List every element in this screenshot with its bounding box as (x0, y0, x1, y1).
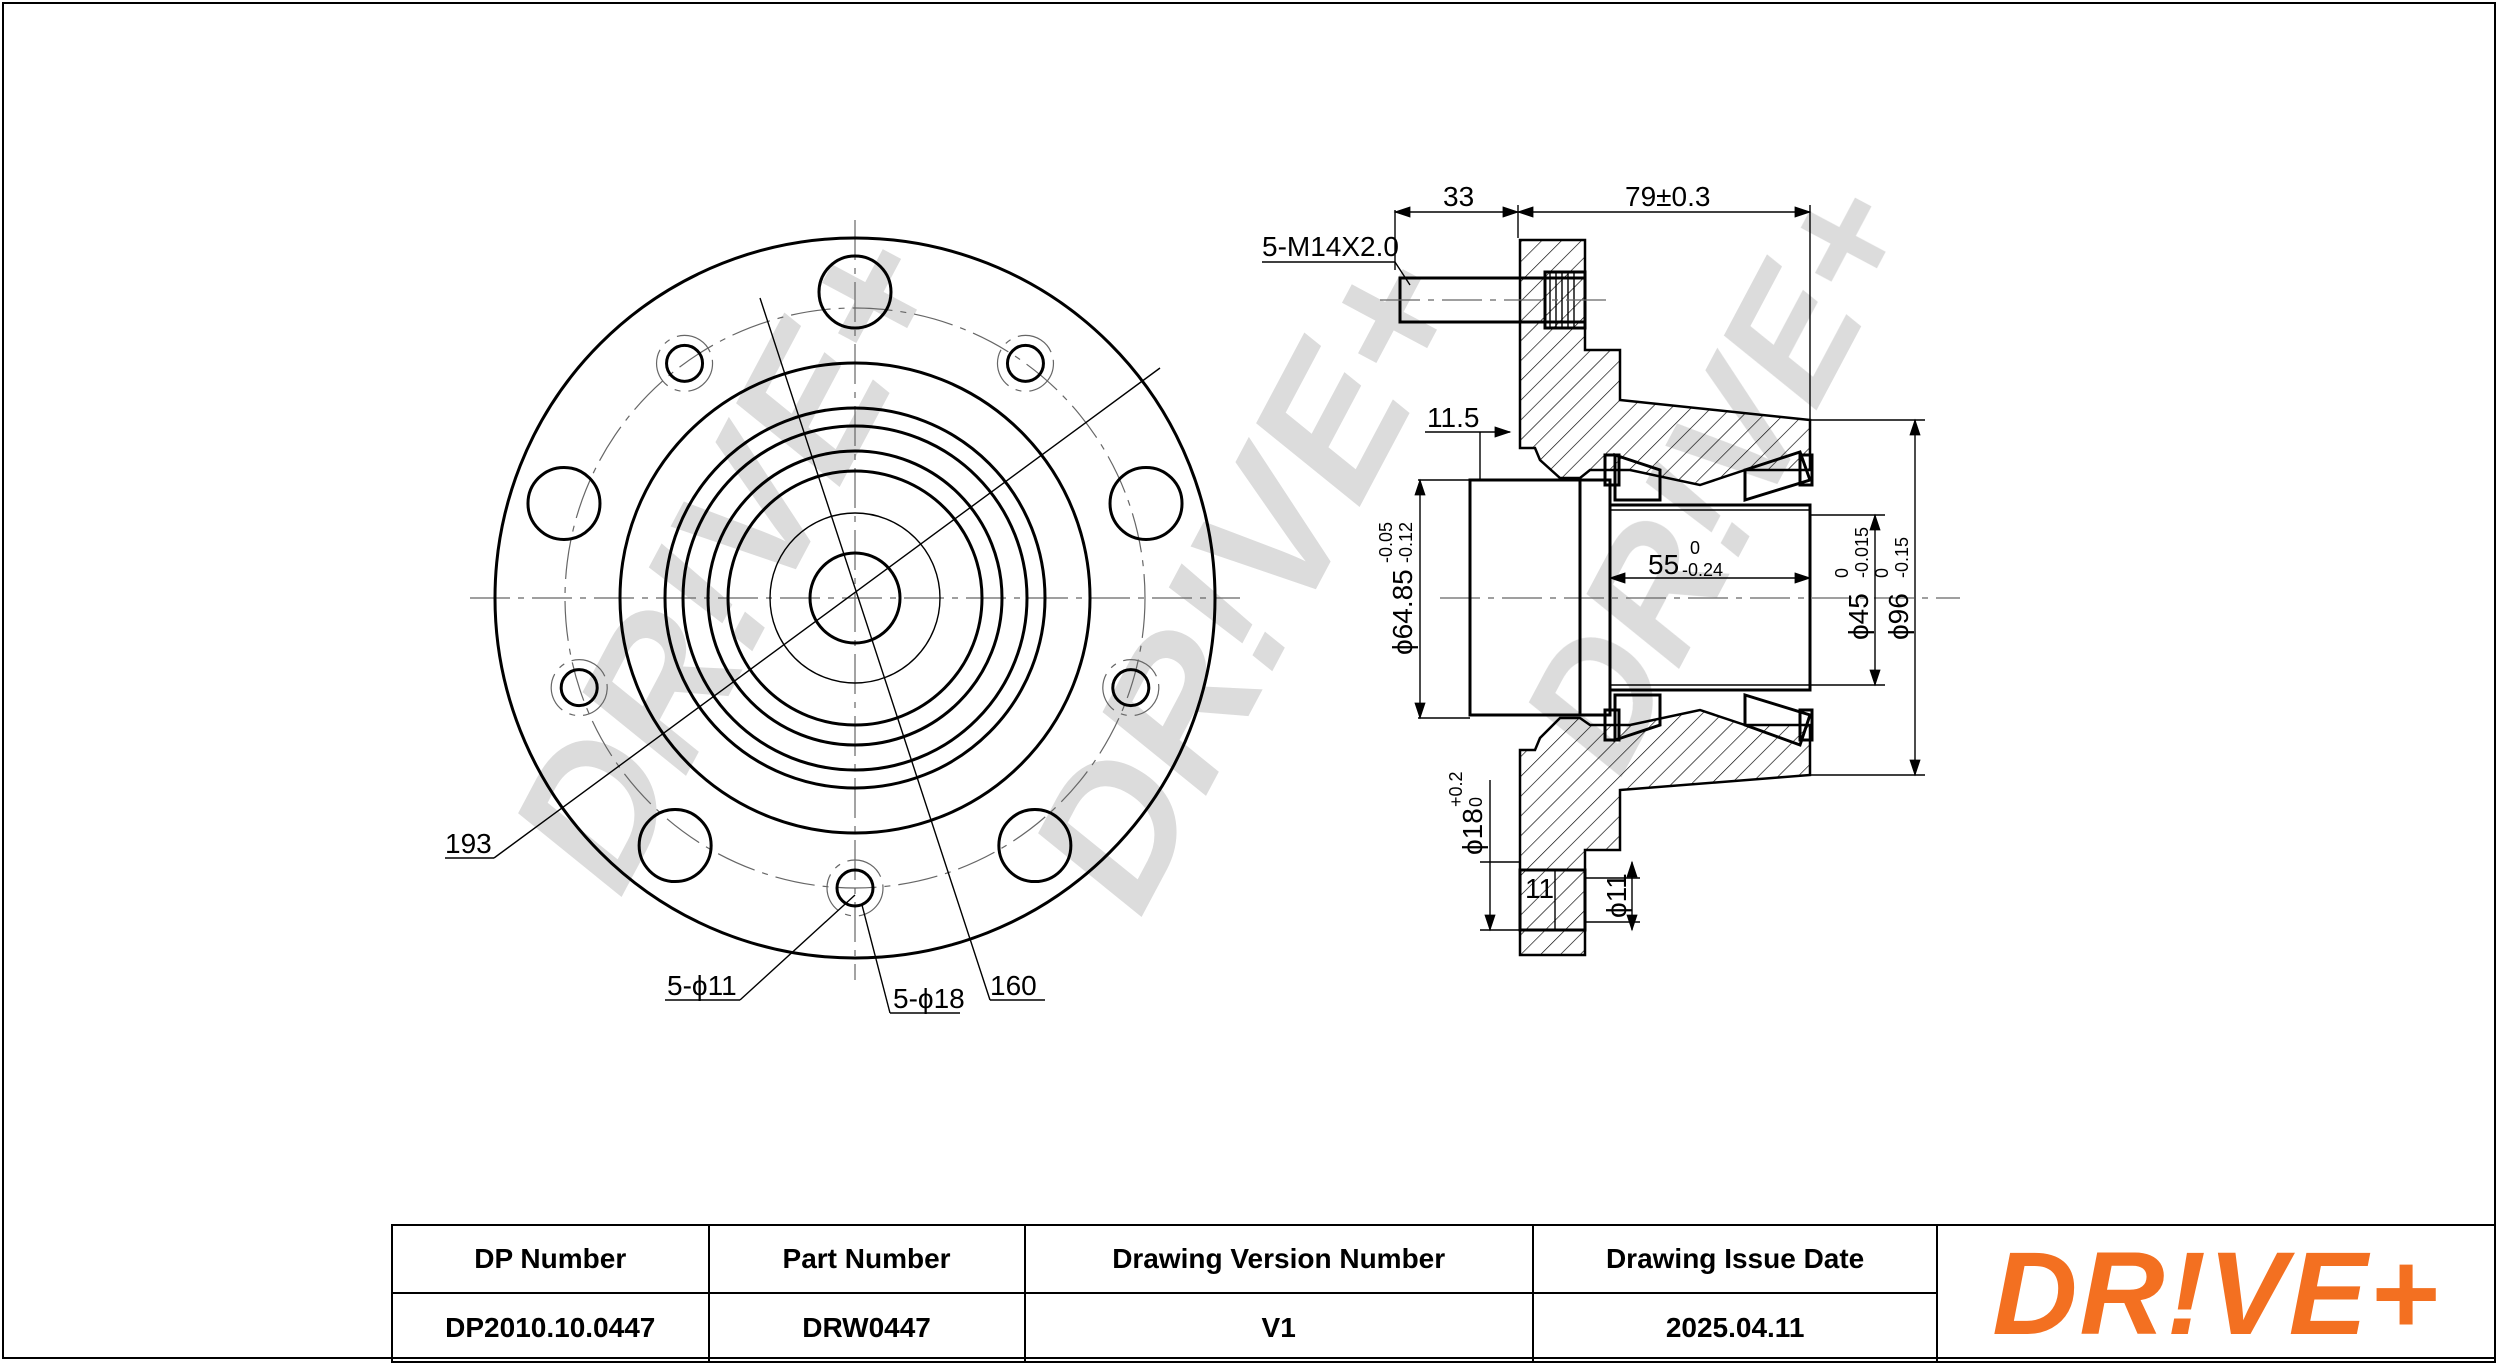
svg-text:0: 0 (1466, 797, 1486, 807)
value-part-number: DRW0447 (707, 1292, 1026, 1363)
svg-text:ϕ64.85: ϕ64.85 (1387, 569, 1418, 655)
hub-circle-5 (726, 469, 984, 727)
label-dim-11-width: 11 (1525, 873, 1554, 904)
svg-text:0: 0 (1832, 568, 1852, 578)
section-view: 33 79±0.3 5-M14X2.0 11.5 ϕ64.85 -0.05 -0… (1262, 181, 1960, 957)
label-dim-45: ϕ45 0 -0.015 (1832, 527, 1874, 640)
small-hole (665, 343, 705, 383)
svg-text:ϕ45: ϕ45 (1843, 593, 1874, 640)
hub-circle-2 (663, 406, 1047, 790)
header-version: Drawing Version Number (1023, 1224, 1534, 1294)
label-dim-96: ϕ96 0 -0.15 (1872, 537, 1914, 640)
logo-cell: DR!VE+ (1936, 1224, 2496, 1363)
svg-text:0: 0 (1690, 538, 1700, 558)
bearing-bore (1608, 503, 1812, 692)
small-hole-counterbore (550, 659, 608, 717)
label-dim-18: ϕ18 +0.2 0 (1446, 771, 1488, 855)
hub-circle-6 (769, 512, 941, 684)
label-dim-64-85: ϕ64.85 -0.05 -0.12 (1376, 522, 1418, 655)
hub-section-upper (1518, 238, 1812, 487)
label-pcd-193: 193 (445, 828, 492, 859)
svg-text:-0.15: -0.15 (1892, 537, 1912, 578)
svg-text:0: 0 (1872, 568, 1892, 578)
svg-text:DR!VE+: DR!VE+ (469, 200, 986, 919)
small-hole (559, 668, 599, 708)
front-view: 193 160 5-ϕ11 5-ϕ18 (445, 220, 1240, 1014)
hub-circle-3 (681, 424, 1029, 772)
label-pcd-160: 160 (990, 970, 1037, 1001)
title-block: DP Number Part Number Drawing Version Nu… (391, 1224, 2496, 1363)
large-hole (1108, 465, 1184, 541)
header-issue-date: Drawing Issue Date (1531, 1224, 1939, 1294)
label-holes-small: 5-ϕ11 (667, 970, 737, 1001)
leader-160 (759, 297, 991, 1001)
hub-circle-1 (618, 361, 1092, 835)
label-dim-55: 55 (1648, 549, 1679, 580)
hub-circle-4 (706, 449, 1004, 747)
brand-logo: DR!VE+ (1992, 1227, 2441, 1360)
svg-text:+0.2: +0.2 (1446, 771, 1466, 807)
small-holes (550, 334, 1160, 917)
svg-text:-0.12: -0.12 (1396, 522, 1416, 563)
center-bore (808, 551, 902, 645)
hub-section-lower (1518, 708, 1812, 957)
label-dim-33: 33 (1443, 181, 1474, 212)
small-hole-counterbore (1102, 659, 1160, 717)
label-stud-thread: 5-M14X2.0 (1262, 231, 1399, 262)
leader-holes-small (739, 894, 856, 1001)
leader-holes-large (861, 904, 891, 1014)
leader-193 (493, 367, 1161, 859)
svg-text:ϕ11: ϕ11 (1601, 873, 1632, 918)
small-hole-counterbore (826, 859, 884, 917)
svg-text:-0.24: -0.24 (1682, 560, 1723, 580)
flange-outer-circle (493, 236, 1217, 960)
value-dp-number: DP2010.10.0447 (391, 1292, 710, 1363)
value-version: V1 (1023, 1292, 1534, 1363)
large-hole (997, 808, 1073, 884)
value-issue-date: 2025.04.11 (1531, 1292, 1939, 1363)
large-hole (526, 465, 602, 541)
header-dp-number: DP Number (391, 1224, 710, 1294)
large-hole (817, 254, 893, 330)
label-dim-79: 79±0.3 (1625, 181, 1710, 212)
bolt-pitch-circle (564, 307, 1146, 889)
small-hole (1111, 668, 1151, 708)
svg-text:ϕ18: ϕ18 (1457, 808, 1488, 855)
large-holes (526, 254, 1184, 884)
small-hole-counterbore (996, 334, 1055, 392)
header-part-number: Part Number (707, 1224, 1026, 1294)
bearing-rollers (1603, 450, 1814, 747)
svg-text:-0.05: -0.05 (1376, 522, 1396, 563)
label-dim-11-5: 11.5 (1427, 402, 1479, 433)
small-hole (835, 868, 875, 908)
small-hole (1005, 343, 1045, 383)
svg-text:-0.015: -0.015 (1852, 527, 1872, 578)
svg-text:ϕ96: ϕ96 (1883, 593, 1914, 640)
large-hole (637, 808, 713, 884)
label-dim-11-dia: ϕ11 (1601, 873, 1632, 918)
label-holes-large: 5-ϕ18 (893, 983, 965, 1014)
small-hole-counterbore (655, 334, 714, 392)
